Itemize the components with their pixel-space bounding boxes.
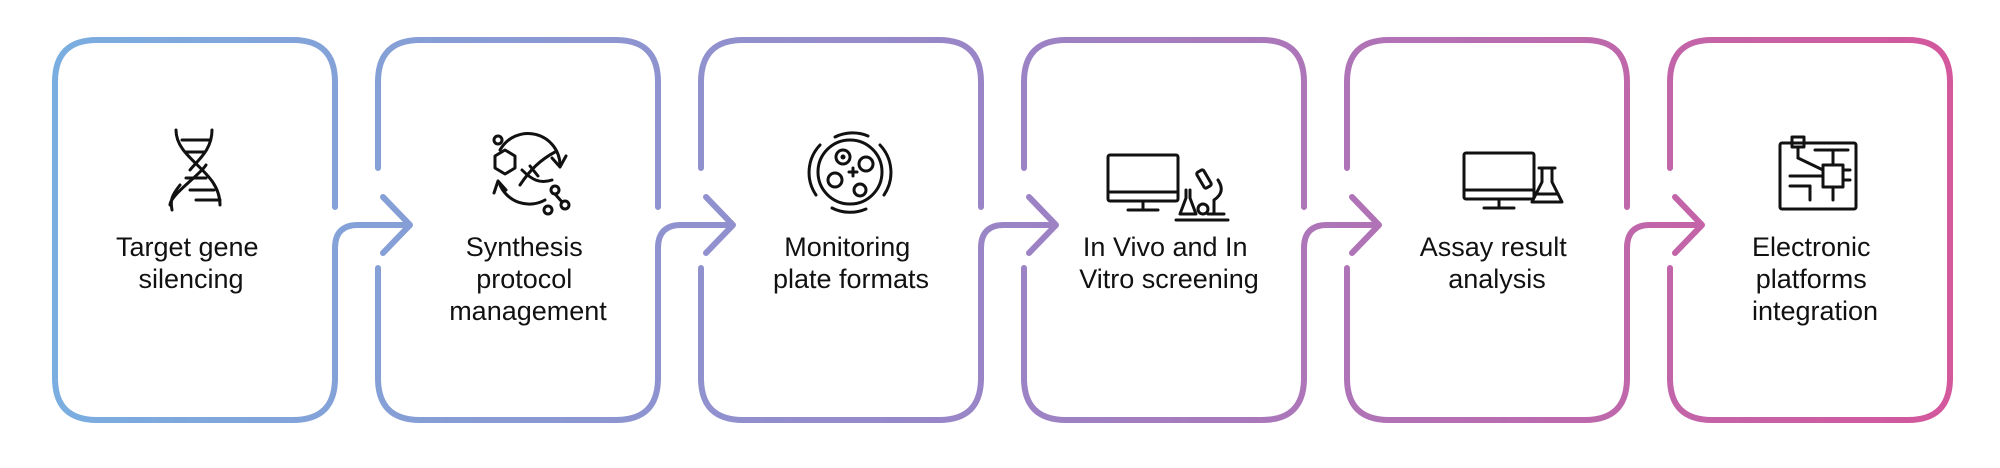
connector-arrow: [1624, 194, 1705, 270]
step-label-line: Assay result: [1420, 232, 1568, 262]
circuit-board-icon: [1778, 135, 1858, 211]
step-assay-result-analysis: Assay result analysis: [1344, 37, 1630, 423]
step-label-line: Monitoring: [784, 232, 910, 262]
step-card-outline: [1344, 37, 1630, 423]
step-label-line: Target gene: [116, 232, 259, 262]
step-card-outline: [375, 37, 661, 423]
step-label-line: silencing: [138, 264, 243, 294]
monitor-microscope-icon: [1106, 153, 1230, 222]
step-label-line: Synthesis: [466, 232, 583, 262]
connector-arrow: [655, 194, 736, 270]
step-label-line: plate formats: [773, 264, 929, 294]
step-label-line: analysis: [1448, 264, 1546, 294]
step-label-line: management: [449, 296, 607, 326]
step-label-line: In Vivo and In: [1083, 232, 1248, 262]
step-label: Synthesis protocol management: [449, 232, 607, 326]
monitor-flask-icon: [1462, 151, 1564, 210]
petri-dish-icon: [807, 131, 893, 214]
step-label: Electronic platforms integration: [1752, 232, 1878, 326]
connector-arrow: [978, 194, 1059, 270]
step-label-line: Electronic: [1752, 232, 1871, 262]
dna-helix-icon: [168, 128, 222, 212]
step-label-line: integration: [1752, 296, 1878, 326]
step-label: Target gene silencing: [116, 232, 266, 294]
step-label: Monitoring plate formats: [773, 232, 929, 294]
step-synthesis-protocol-management: Synthesis protocol management: [375, 37, 661, 423]
step-electronic-platforms-integration: Electronic platforms integration: [1667, 37, 1953, 423]
step-label: Assay result analysis: [1420, 232, 1575, 294]
step-card-outline: [1021, 37, 1307, 423]
step-label-line: protocol: [476, 264, 572, 294]
step-monitoring-plate-formats: Monitoring plate formats: [698, 37, 984, 423]
step-label-line: platforms: [1756, 264, 1867, 294]
step-label-line: Vitro screening: [1079, 264, 1259, 294]
step-in-vivo-in-vitro-screening: In Vivo and In Vitro screening: [1021, 37, 1307, 423]
step-target-gene-silencing: Target gene silencing: [52, 37, 338, 423]
connector-arrow: [1301, 194, 1382, 270]
step-card-outline: [52, 37, 338, 423]
step-card-outline: [698, 37, 984, 423]
synthesis-cycle-icon: [492, 132, 571, 216]
step-card-outline: [1667, 37, 1953, 423]
step-label: In Vivo and In Vitro screening: [1079, 232, 1259, 294]
connector-arrow: [332, 194, 413, 270]
